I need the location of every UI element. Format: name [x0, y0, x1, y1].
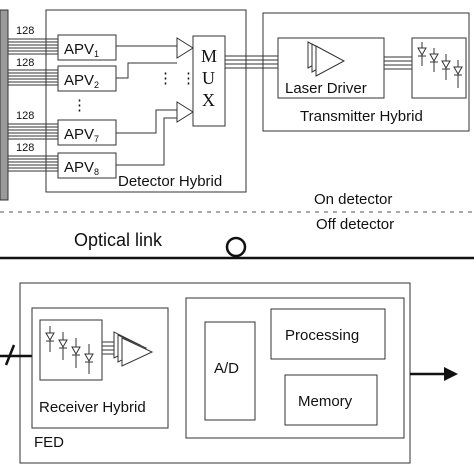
ad-converter-box	[204, 321, 256, 421]
apv-chip: APV2	[57, 65, 117, 92]
channel-count-label: 128	[16, 110, 34, 122]
ad-label: A/D	[214, 360, 239, 377]
apv-chip: APV1	[57, 34, 117, 61]
mux-letter: X	[202, 90, 215, 110]
off-detector-label: Off detector	[316, 216, 394, 233]
mux-box	[192, 35, 226, 127]
optical-link-loop	[225, 236, 247, 258]
optical-link-label: Optical link	[74, 230, 163, 250]
processing-box	[270, 308, 386, 360]
receiver-bus	[102, 341, 114, 355]
mux-letter: U	[202, 68, 215, 88]
transmitter-hybrid-title: Transmitter Hybrid	[300, 108, 423, 125]
svg-text:APV2: APV2	[64, 72, 99, 90]
apv-chip: APV7	[57, 119, 117, 146]
processing-label: Processing	[285, 327, 359, 344]
svg-text:APV1: APV1	[64, 41, 99, 59]
receiver-hybrid-label: Receiver Hybrid	[39, 399, 146, 416]
sensor-strip	[0, 9, 9, 201]
apv-to-mux-wires	[116, 45, 177, 166]
vertical-ellipsis: ⋮	[72, 97, 87, 114]
photodiode-array-box	[39, 319, 103, 381]
detector-hybrid-title: Detector Hybrid	[118, 173, 222, 190]
channel-count-label: 128	[16, 142, 34, 154]
fed-title: FED	[34, 434, 64, 451]
driver-to-laser-bus	[384, 56, 412, 70]
on-detector-label: On detector	[314, 191, 392, 208]
channel-count-label: 128	[16, 25, 34, 37]
memory-label: Memory	[298, 393, 353, 410]
detector-hybrid-box	[45, 9, 247, 193]
svg-text:APV7: APV7	[64, 126, 99, 144]
fiber-input-mark	[0, 344, 32, 366]
photodiode-icon	[45, 326, 94, 374]
channel-count-label: 128	[16, 57, 34, 69]
laser-driver-amplifier-icon	[307, 41, 346, 77]
memory-box	[284, 374, 378, 426]
apv-chip: APV8	[57, 152, 117, 179]
receiver-amplifier-icon	[113, 331, 154, 367]
svg-text:APV8: APV8	[64, 159, 99, 177]
transmitter-hybrid-box	[262, 12, 470, 132]
vertical-ellipsis: ⋮	[181, 70, 196, 87]
buffer-triangle	[176, 101, 194, 123]
laser-driver-label: Laser Driver	[285, 80, 367, 97]
buffer-triangle	[176, 37, 194, 59]
vertical-ellipsis: ⋮	[158, 70, 173, 87]
laser-diode-icon	[417, 42, 463, 88]
output-arrow	[410, 367, 458, 381]
mux-letter: M	[201, 46, 217, 66]
input-bus-lines	[8, 38, 58, 172]
